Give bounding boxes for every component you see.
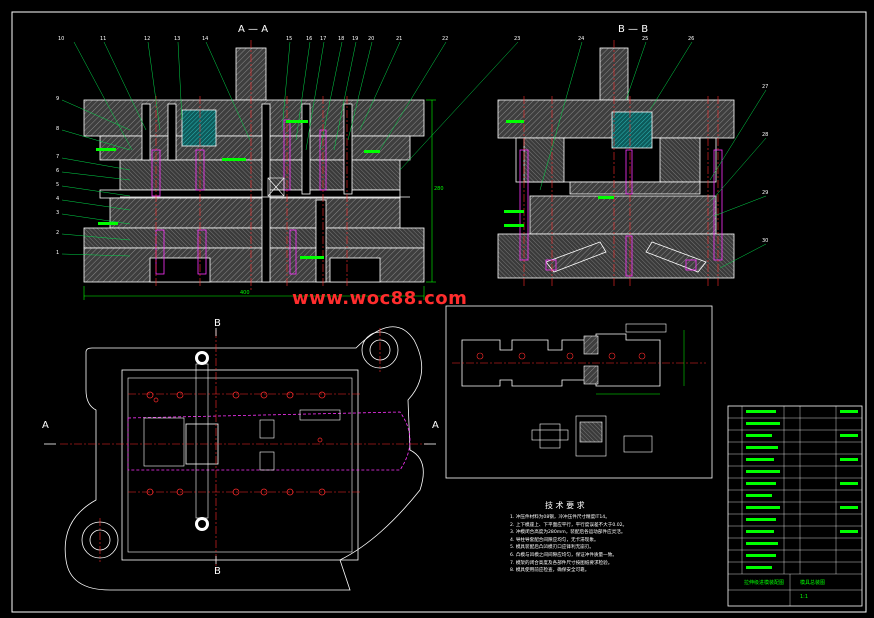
part-number: 17 (320, 36, 327, 42)
part-number: 9 (56, 96, 60, 102)
plan-view (44, 326, 436, 591)
part-number: 2 (56, 230, 60, 236)
part-number: 23 (514, 36, 521, 42)
technical-requirements-title: 技 术 要 求 (545, 501, 585, 510)
requirement-item: 5. 模具装配后凸凹模刃口应锋利无崩刃。 (510, 545, 594, 551)
part-number: 30 (762, 238, 769, 244)
plan-section-marker-a-left: A (42, 420, 49, 431)
requirement-item: 2. 上下模座上、下平面应平行，平行度误差不大于0.02。 (510, 522, 628, 528)
part-number: 13 (174, 36, 181, 42)
title-block-sheet: 模具总装图 (800, 580, 826, 586)
part-number: 5 (56, 182, 60, 188)
part-number: 28 (762, 132, 769, 138)
title-block (727, 405, 863, 607)
part-number: 19 (352, 36, 359, 42)
part-number: 25 (642, 36, 649, 42)
requirement-item: 8. 模具使用前应检查，确保安全可靠。 (510, 568, 590, 574)
part-number: 3 (56, 210, 60, 216)
part-number: 14 (202, 36, 209, 42)
section-label-a-a: A — A (238, 24, 269, 35)
dimension-overall-width: 400 (240, 290, 250, 296)
title-block-scale: 1:1 (800, 594, 809, 600)
part-number: 11 (100, 36, 107, 42)
technical-requirements-list: 1. 冲压件材料为08钢，冷冲压件尺寸精度IT14。 2. 上下模座上、下平面应… (510, 514, 720, 575)
plan-section-marker-b-top: B (214, 318, 221, 329)
part-number: 12 (144, 36, 151, 42)
part-number: 22 (442, 36, 449, 42)
requirement-item: 6. 凸模与凹模之间间隙应均匀，保证冲件质量一致。 (510, 552, 617, 558)
section-b-b-view (497, 40, 767, 286)
part-number: 27 (762, 84, 769, 90)
watermark: www.woc88.com (292, 288, 468, 309)
part-number: 16 (306, 36, 313, 42)
part-number: 8 (56, 126, 60, 132)
part-number: 20 (368, 36, 375, 42)
strip-layout-panel (445, 305, 713, 479)
requirement-item: 7. 模架的闭合高度及各部件尺寸按图纸要求检验。 (510, 560, 613, 566)
part-number: 10 (58, 36, 65, 42)
part-number: 1 (56, 250, 60, 256)
sheet-border (11, 11, 867, 613)
part-number: 6 (56, 168, 60, 174)
section-label-b-b: B — B (618, 24, 649, 35)
title-block-heading: 拉伸级进模装配图 (744, 580, 785, 586)
part-number: 21 (396, 36, 403, 42)
dimension-overall-height: 280 (434, 186, 444, 192)
part-number: 24 (578, 36, 585, 42)
part-number: 7 (56, 154, 60, 160)
requirement-item: 1. 冲压件材料为08钢，冷冲压件尺寸精度IT14。 (510, 515, 610, 520)
part-number: 4 (56, 196, 60, 202)
section-a-a-view (61, 40, 519, 300)
requirement-item: 3. 冲模闭合高度为280mm，装配后各运动部件应灵活。 (510, 530, 626, 536)
requirement-item: 4. 导柱导套配合间隙应均匀，无卡滞现象。 (510, 537, 599, 543)
part-number: 15 (286, 36, 293, 42)
part-number: 26 (688, 36, 695, 42)
part-number: 18 (338, 36, 345, 42)
part-number: 29 (762, 190, 769, 196)
plan-section-marker-b-bottom: B (214, 566, 221, 577)
plan-section-marker-a-right: A (432, 420, 439, 431)
